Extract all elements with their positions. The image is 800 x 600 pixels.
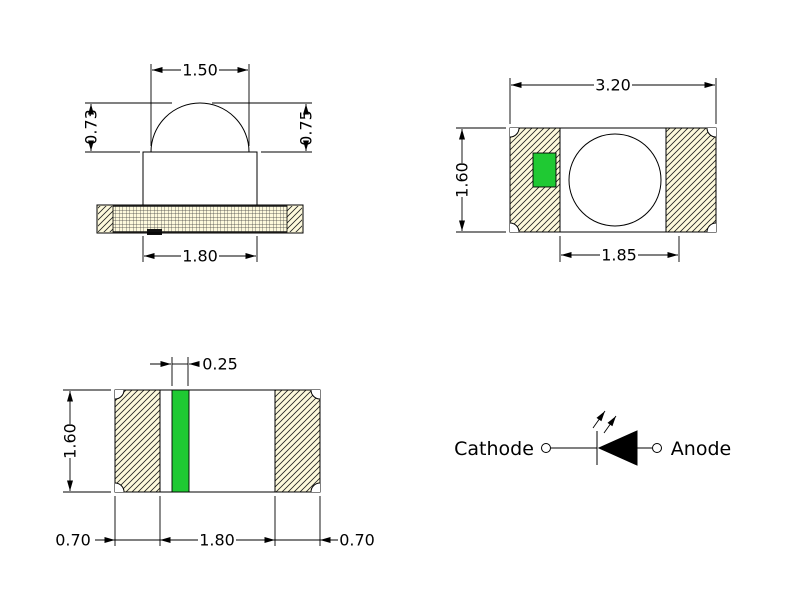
package-outline (509, 127, 717, 233)
left-pad-width-label: 0.70 (55, 531, 91, 550)
cathode-label: Cathode (454, 438, 534, 460)
cathode-polarity-mark (532, 152, 557, 188)
height-right-label: 0.75 (297, 110, 316, 146)
mark-width-label: 0.25 (202, 355, 238, 374)
diode-triangle (597, 430, 638, 466)
pad-span-label: 1.85 (601, 246, 637, 265)
extension-lines (212, 102, 312, 153)
emission-arrow-icon (603, 415, 617, 434)
corner-castellations (114, 389, 321, 493)
dim-pad-widths: 0.70 1.80 0.70 (55, 496, 375, 550)
extension-lines (171, 357, 189, 386)
side-view: 1.50 0.73 0.75 1.80 (82, 61, 316, 266)
overall-height-label: 1.60 (61, 423, 80, 459)
lens-dome (150, 102, 250, 153)
dim-height-left: 0.73 (82, 102, 172, 153)
anode-terminal-circle (652, 443, 662, 453)
dim-mark-width: 0.25 (150, 355, 238, 386)
lens-circle (568, 133, 662, 227)
base-end-hatch-left (98, 206, 113, 232)
schematic-symbol: Cathode Anode (454, 410, 731, 466)
base-mesh-area (112, 205, 288, 233)
terminal-right-hatch (666, 128, 716, 232)
overall-width-label: 3.20 (595, 76, 631, 95)
extension-lines (150, 64, 250, 146)
extension-lines (85, 102, 172, 153)
dim-overall-height: 1.60 (61, 389, 111, 493)
dim-height-right: 0.75 (212, 102, 316, 153)
dim-overall-height: 1.60 (453, 127, 506, 233)
bottom-view: 0.25 1.60 0.70 1.80 0.70 (55, 355, 375, 550)
extension-lines (509, 78, 717, 124)
extension-lines (559, 236, 680, 262)
extension-lines (142, 236, 258, 262)
pad-right-hatch (275, 390, 320, 492)
base-end-hatch-right (287, 206, 302, 232)
light-emission-arrows (592, 410, 617, 434)
overall-height-label: 1.60 (453, 162, 472, 198)
center-width-label: 1.80 (199, 531, 235, 550)
cathode-terminal-circle (541, 443, 551, 453)
cathode-mark-nub (147, 229, 162, 235)
dim-body-width: 1.80 (142, 236, 258, 266)
package-outline (114, 389, 321, 493)
right-pad-width-label: 0.70 (339, 531, 375, 550)
dim-dome-width: 1.50 (150, 61, 250, 146)
dome-width-label: 1.50 (182, 61, 218, 80)
body-width-label: 1.80 (182, 247, 218, 266)
height-left-label: 0.73 (82, 109, 101, 145)
led-body (142, 151, 258, 206)
extension-lines (63, 389, 111, 493)
emission-arrow-icon (592, 410, 606, 429)
corner-castellations (509, 127, 717, 233)
extension-lines (114, 496, 321, 546)
pad-left-hatch (115, 390, 160, 492)
cathode-stripe (171, 389, 190, 493)
top-view: 3.20 1.60 1.85 (453, 76, 717, 265)
dim-overall-width: 3.20 (509, 76, 717, 124)
dim-pad-span: 1.85 (559, 236, 680, 265)
extension-lines (456, 127, 506, 233)
anode-label: Anode (671, 438, 731, 460)
